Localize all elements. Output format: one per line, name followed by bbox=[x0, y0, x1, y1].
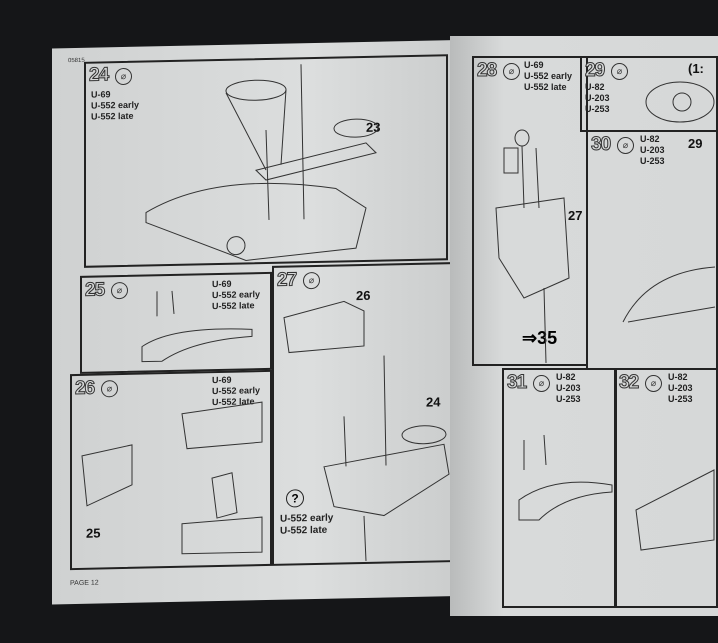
glue-tube-icon: ⌀ bbox=[645, 375, 662, 392]
step-number: 32 bbox=[618, 372, 639, 394]
page-number: PAGE 12 bbox=[70, 579, 99, 588]
bracket-drawing bbox=[141, 290, 253, 363]
tower-drawing bbox=[495, 129, 570, 364]
railing-drawing bbox=[645, 81, 715, 123]
step-number: 28 bbox=[476, 60, 497, 82]
next-step-ref: ⇒35 bbox=[522, 328, 558, 348]
glue-tube-icon: ⌀ bbox=[611, 63, 628, 80]
glue-tube-icon: ⌀ bbox=[617, 137, 634, 154]
ref-number: 27 bbox=[568, 208, 583, 223]
glue-tube-icon: ⌀ bbox=[533, 375, 550, 392]
tower-assembly-drawing bbox=[145, 64, 379, 261]
bridge-drawing bbox=[81, 401, 263, 555]
glue-tube-icon: ⌀ bbox=[503, 63, 520, 80]
scale-label: (1: bbox=[688, 61, 704, 76]
hull-drawing bbox=[635, 469, 715, 551]
step-number: 31 bbox=[506, 372, 527, 394]
step-number: 30 bbox=[590, 134, 611, 156]
double-arrow-icon: ⇒ bbox=[522, 328, 538, 348]
step-number: 29 bbox=[584, 60, 605, 82]
railing-assembly-drawing bbox=[622, 266, 716, 323]
hull-assembly-drawing bbox=[283, 300, 450, 561]
ref-number: 29 bbox=[688, 136, 703, 151]
kit-code: 05815 bbox=[68, 57, 85, 65]
bracket-drawing bbox=[518, 434, 613, 521]
